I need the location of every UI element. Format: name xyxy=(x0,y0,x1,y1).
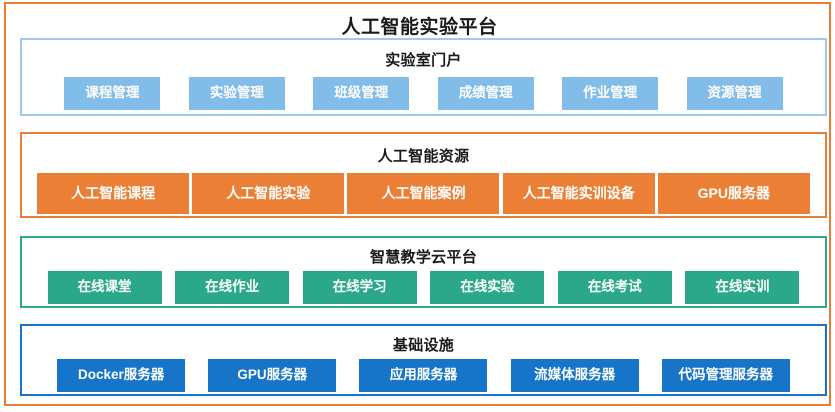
chip-homework-management[interactable]: 作业管理 xyxy=(562,76,659,110)
layer-ai-resource-title: 人工智能资源 xyxy=(377,148,470,165)
layer-infrastructure-items: Docker服务器 GPU服务器 应用服务器 流媒体服务器 代码管理服务器 xyxy=(22,358,825,392)
layer-infrastructure-title: 基础设施 xyxy=(392,337,455,354)
page-title: 人工智能实验平台 xyxy=(341,17,498,38)
chip-ai-experiment[interactable]: 人工智能实验 xyxy=(192,172,345,214)
layer-infrastructure: 基础设施 Docker服务器 GPU服务器 应用服务器 流媒体服务器 代码管理服… xyxy=(20,324,827,396)
chip-online-classroom[interactable]: 在线课堂 xyxy=(47,270,162,304)
layer-portal: 实验室门户 课程管理 实验管理 班级管理 成绩管理 作业管理 资源管理 xyxy=(20,38,827,116)
chip-class-management[interactable]: 班级管理 xyxy=(313,76,410,110)
chip-online-training[interactable]: 在线实训 xyxy=(685,270,800,304)
outer-frame: 人工智能实验平台 实验室门户 课程管理 实验管理 班级管理 成绩管理 作业管理 … xyxy=(4,2,831,406)
layer-smart-teaching-cloud-items: 在线课堂 在线作业 在线学习 在线实验 在线考试 在线实训 xyxy=(22,270,825,304)
chip-grade-management[interactable]: 成绩管理 xyxy=(437,76,534,110)
chip-online-exam[interactable]: 在线考试 xyxy=(557,270,672,304)
layer-portal-items: 课程管理 实验管理 班级管理 成绩管理 作业管理 资源管理 xyxy=(22,76,825,110)
chip-ai-training-equipment[interactable]: 人工智能实训设备 xyxy=(502,172,655,214)
layer-ai-resource-items: 人工智能课程 人工智能实验 人工智能案例 人工智能实训设备 GPU服务器 xyxy=(22,172,825,214)
chip-docker-server[interactable]: Docker服务器 xyxy=(57,358,186,392)
chip-gpu-server[interactable]: GPU服务器 xyxy=(657,172,810,214)
chip-online-experiment[interactable]: 在线实验 xyxy=(430,270,545,304)
chip-experiment-management[interactable]: 实验管理 xyxy=(188,76,285,110)
chip-online-learning[interactable]: 在线学习 xyxy=(302,270,417,304)
chip-course-management[interactable]: 课程管理 xyxy=(64,76,161,110)
layer-smart-teaching-cloud: 智慧教学云平台 在线课堂 在线作业 在线学习 在线实验 在线考试 在线实训 xyxy=(20,236,827,308)
chip-application-server[interactable]: 应用服务器 xyxy=(359,358,488,392)
layer-smart-teaching-cloud-title: 智慧教学云平台 xyxy=(369,249,478,266)
chip-ai-course[interactable]: 人工智能课程 xyxy=(37,172,190,214)
chip-ai-case[interactable]: 人工智能案例 xyxy=(347,172,500,214)
chip-gpu-server-infra[interactable]: GPU服务器 xyxy=(208,358,337,392)
layer-ai-resource: 人工智能资源 人工智能课程 人工智能实验 人工智能案例 人工智能实训设备 GPU… xyxy=(20,132,827,218)
chip-streaming-media-server[interactable]: 流媒体服务器 xyxy=(510,358,639,392)
chip-online-homework[interactable]: 在线作业 xyxy=(175,270,290,304)
chip-code-management-server[interactable]: 代码管理服务器 xyxy=(661,358,790,392)
layer-portal-title: 实验室门户 xyxy=(385,52,462,69)
chip-resource-management[interactable]: 资源管理 xyxy=(686,76,783,110)
